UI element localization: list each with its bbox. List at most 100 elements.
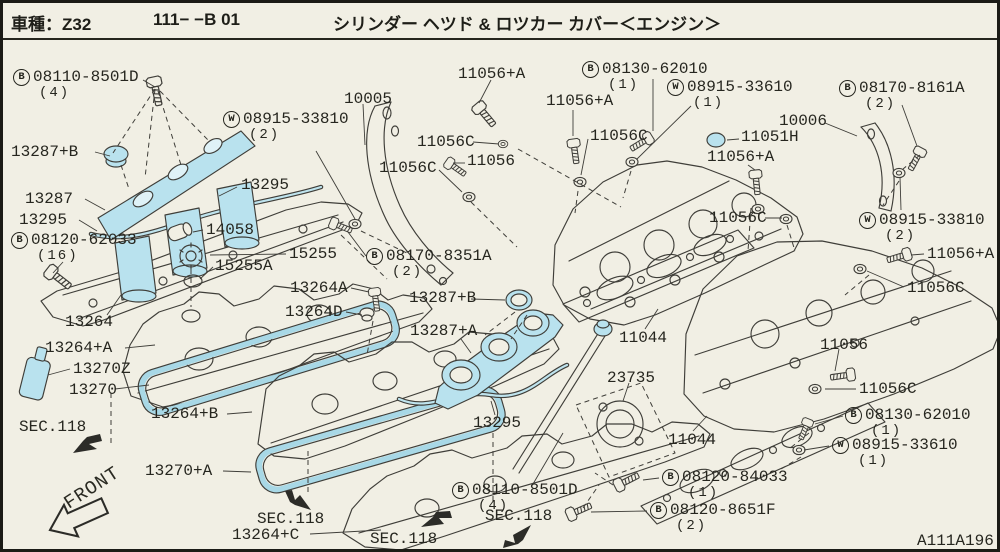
part-number: 13264A [290,279,348,297]
part-callout: 13295 [19,212,67,229]
part-number: 08915-33810 [879,211,985,229]
leader-lines [47,79,925,535]
quantity: (2) [249,127,281,143]
plug-11051h [706,132,726,148]
part-callout: 13270+A [145,463,212,480]
quantity: (1) [858,453,890,469]
sec-reference: SEC.118 [257,511,324,528]
part-number: 13295 [19,211,68,229]
quantity: (1) [608,77,640,93]
part-callout: 13264+B [151,406,218,423]
part-number: 13270Z [73,360,131,378]
quantity: (2) [865,96,897,112]
part-callout: 10005 [344,91,392,108]
part-number: 15255A [215,257,273,275]
part-number: 13270 [69,381,118,399]
part-callout: 11056C [379,160,437,177]
part-callout: 11056C [709,210,767,227]
sec-reference: SEC.118 [19,419,86,436]
circled-b-icon: B [366,248,383,265]
quantity: (2) [392,264,424,280]
part-number: 13264D [285,303,343,321]
part-callout: 13287+A [410,323,477,340]
part-number: 11056C [859,380,917,398]
sensor-23735 [596,400,644,448]
part-number: 08120-62033 [31,231,137,249]
part-callout: 10006 [779,113,827,130]
grommet-14058 [167,222,193,242]
grommet-13264d [359,307,375,322]
part-callout: 11056 [820,337,868,354]
part-callout: 11056+A [546,93,613,110]
part-number: 13287+B [409,289,477,307]
part-callout: 23735 [607,370,655,387]
long-bolt-blue-head [512,319,613,474]
part-number: 11056C [379,159,437,177]
head-gasket-11044-upper [562,229,755,323]
quantity: (1) [693,95,725,111]
sec-arrow-3 [421,511,452,527]
gasket-13270a [255,386,506,494]
head-gasket-11044-lower [640,402,886,525]
quantity: (1) [688,485,720,501]
part-callout: 13264+A [45,340,112,357]
section-name: シリンダー ヘツド & ロツカー カバー＜エンジン＞ [333,15,722,34]
quantity: (4) [478,498,510,514]
part-callout: 11056C [907,280,965,297]
bracket-10006 [860,122,895,212]
sealant-tube-13270z [18,346,51,401]
part-callout: 13270 [69,382,117,399]
quantity: (4) [39,85,71,101]
part-number: 08120-8651F [670,501,776,519]
part-number: 11056C [709,209,767,227]
part-number: 11056C [417,133,475,151]
circled-b-icon: B [13,69,30,86]
part-callout: 11056+A [927,246,994,263]
part-number: 23735 [607,369,656,387]
part-number: 14058 [206,221,255,239]
part-number: SEC.118 [19,418,87,436]
circled-b-icon: B [582,61,599,78]
part-callout: 13295 [241,177,289,194]
part-number: 08130-62010 [602,60,708,78]
collector-13287 [97,130,260,303]
diagram-lines [18,101,997,549]
part-number: 08120-84033 [682,468,788,486]
part-number: 08110-8501D [472,481,578,499]
page-header: 車種：Z32 111− −B 01 シリンダー ヘツド & ロツカー カバー＜エ… [3,8,997,38]
part-number: 11056 [820,336,869,354]
part-callout: 11056C [417,134,475,151]
cylinder-head-right [683,240,997,433]
part-number: 08130-62010 [865,406,971,424]
cap-13287b-left [103,145,129,168]
part-callout: 14058 [206,222,254,239]
header-rule [3,38,997,40]
part-number: 08110-8501D [33,68,139,86]
part-callout: 13270Z [73,361,131,378]
collector-13287a [434,309,564,410]
bracket-10005 [366,101,454,286]
part-callout: 13264 [65,314,113,331]
circled-w-icon: W [223,111,240,128]
part-number: 10006 [779,112,828,130]
part-callout: 11056 [467,153,515,170]
part-number: 08915-33610 [852,436,958,454]
part-callout: 13264A [290,280,348,297]
part-number: 08915-33610 [687,78,793,96]
quantity: (16) [37,248,79,264]
part-number: 11056+A [707,148,775,166]
part-number: 08170-8351A [386,247,492,265]
quantity: (2) [676,518,708,534]
part-number: 13287 [25,190,74,208]
part-number: 08170-8161A [859,79,965,97]
part-number: 13264+A [45,339,113,357]
